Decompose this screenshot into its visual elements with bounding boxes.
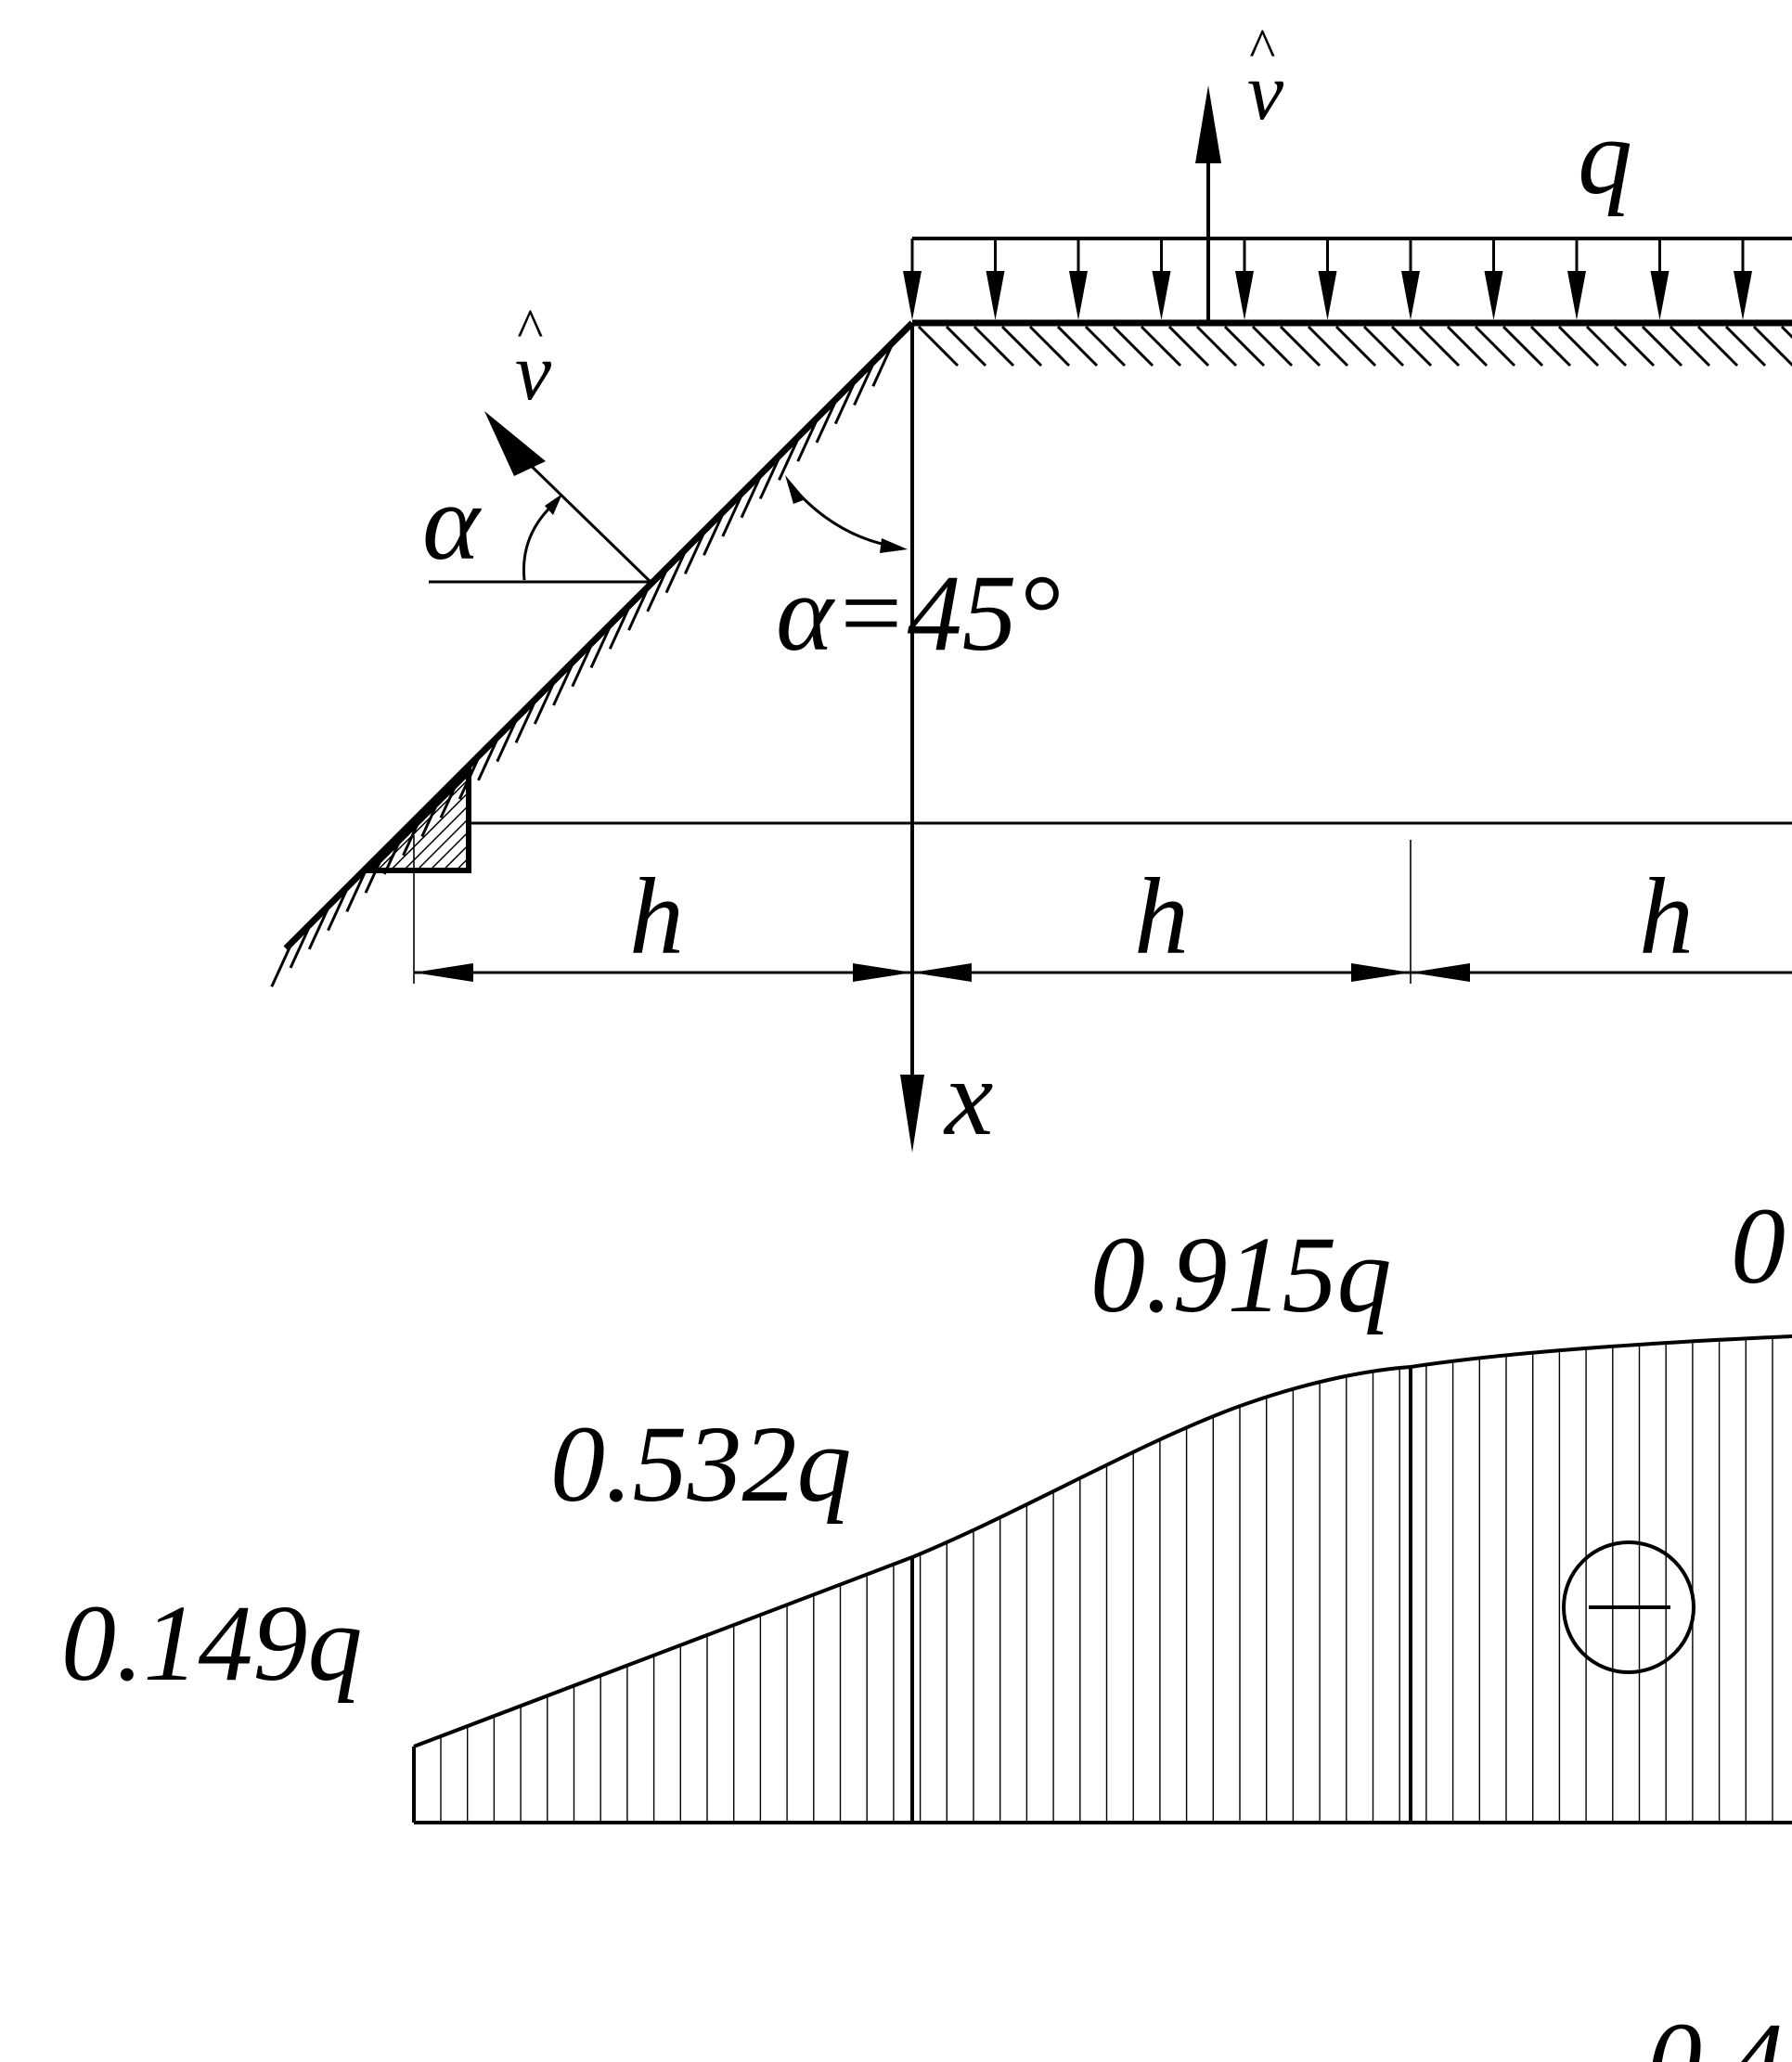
hatch-line <box>758 453 782 500</box>
hatch-line <box>1780 325 1792 340</box>
load-arrow <box>1734 238 1752 320</box>
hatch-line <box>1446 325 1489 367</box>
pressure-value-1: 0.149q <box>61 1582 363 1704</box>
hatch-line <box>740 472 764 519</box>
alpha-label: α <box>422 461 482 583</box>
hatch-line <box>270 941 294 987</box>
hatch-line <box>1000 325 1043 367</box>
normal-vector-slope <box>484 411 653 585</box>
load-arrow <box>1401 238 1420 320</box>
hatch-line <box>871 341 896 387</box>
load-arrow <box>1069 238 1088 320</box>
hatch-line <box>1056 325 1099 367</box>
hatch-line <box>917 325 960 367</box>
load-q-label: q <box>1578 96 1632 217</box>
pressure-value-3: 0.915q <box>1090 1214 1392 1335</box>
hatch-line <box>327 884 350 932</box>
x-axis-label: x <box>943 1037 993 1158</box>
hatch-line <box>289 922 313 969</box>
dimension-h-1: h <box>629 856 684 977</box>
hatch-line <box>1724 325 1767 367</box>
normal-vector-top <box>1195 85 1221 323</box>
hatch-line <box>973 325 1015 367</box>
hatch-line <box>514 697 538 744</box>
load-arrow <box>903 238 922 320</box>
hatch-line <box>1307 325 1349 367</box>
hatch-line <box>1613 325 1656 367</box>
load-arrow <box>1567 238 1586 320</box>
hatch-line <box>496 715 520 763</box>
distributed-load-q <box>903 237 1792 320</box>
pressure-value-2: 0.532q <box>550 1403 852 1525</box>
v-slope-hat: ^ <box>516 298 543 359</box>
hatch-line <box>571 641 595 688</box>
hatch-line <box>1669 325 1711 367</box>
load-arrow <box>1318 238 1337 320</box>
hatch-line <box>1195 325 1238 367</box>
hatch-line <box>589 622 613 669</box>
hatch-line <box>1641 325 1683 367</box>
hatch-line <box>345 866 369 913</box>
hatch-line <box>796 416 820 462</box>
hatch-line <box>1251 325 1294 367</box>
v-top-label: v <box>1247 47 1284 137</box>
hatch-line <box>853 359 876 406</box>
dimension-h-2: h <box>1134 856 1189 977</box>
hatch-line <box>627 585 651 631</box>
hatch-line <box>703 509 726 556</box>
hatch-line <box>1167 325 1210 367</box>
dimension-h-3: h <box>1639 856 1694 977</box>
hatch-line <box>1474 325 1516 367</box>
hatch-line <box>1585 325 1628 367</box>
hatch-line <box>533 678 557 725</box>
hatch-line <box>815 397 839 444</box>
hatch-line <box>778 434 801 481</box>
pressure-value-4-partial: 0 <box>1731 1185 1786 1307</box>
hatch-line <box>477 735 500 781</box>
minus-sign-icon <box>1562 1540 1695 1674</box>
load-arrow <box>1484 238 1503 320</box>
load-arrow <box>1235 238 1254 320</box>
hatch-line <box>1696 325 1739 367</box>
x-axis <box>900 323 924 1153</box>
bottom-value-partial: 0.4 <box>1647 2000 1785 2062</box>
pressure-diagram <box>412 1334 1792 1824</box>
hatch-line <box>721 491 745 537</box>
hatch-line <box>1502 325 1544 367</box>
hatch-line <box>1418 325 1461 367</box>
hatch-line <box>1028 325 1071 367</box>
hatch-line <box>833 379 857 425</box>
top-ground-surface <box>912 319 1792 367</box>
hatch-line <box>1752 325 1792 367</box>
v-slope-label: v <box>515 328 552 418</box>
load-arrow <box>986 238 1005 320</box>
hatch-line <box>1084 325 1127 367</box>
corner-angle-arc <box>785 475 908 553</box>
load-arrow <box>1650 238 1670 320</box>
hatched-toe-triangle <box>362 765 471 873</box>
alpha-45-label: α=45° <box>776 552 1061 674</box>
hatch-line <box>1529 325 1572 367</box>
hatch-line <box>608 603 632 650</box>
hatch-line <box>646 566 670 612</box>
dimension-lines <box>413 835 1792 984</box>
hatch-line <box>1279 325 1321 367</box>
hatch-line <box>1140 325 1182 367</box>
hatch-line <box>945 325 987 367</box>
hatch-line <box>1557 325 1600 367</box>
hatch-line <box>307 904 331 950</box>
hatch-line <box>1362 325 1405 367</box>
hatch-line <box>1390 325 1433 367</box>
v-top-hat: ^ <box>1248 18 1275 79</box>
hatch-line <box>1334 325 1377 367</box>
hatch-line <box>664 548 689 594</box>
hatch-line <box>1112 325 1154 367</box>
hatch-line <box>683 528 707 575</box>
hatch-line <box>552 660 575 706</box>
load-arrows <box>903 238 1752 320</box>
alpha-angle-mark <box>429 494 651 584</box>
hatch-line <box>1223 325 1266 367</box>
load-arrow <box>1152 238 1171 320</box>
